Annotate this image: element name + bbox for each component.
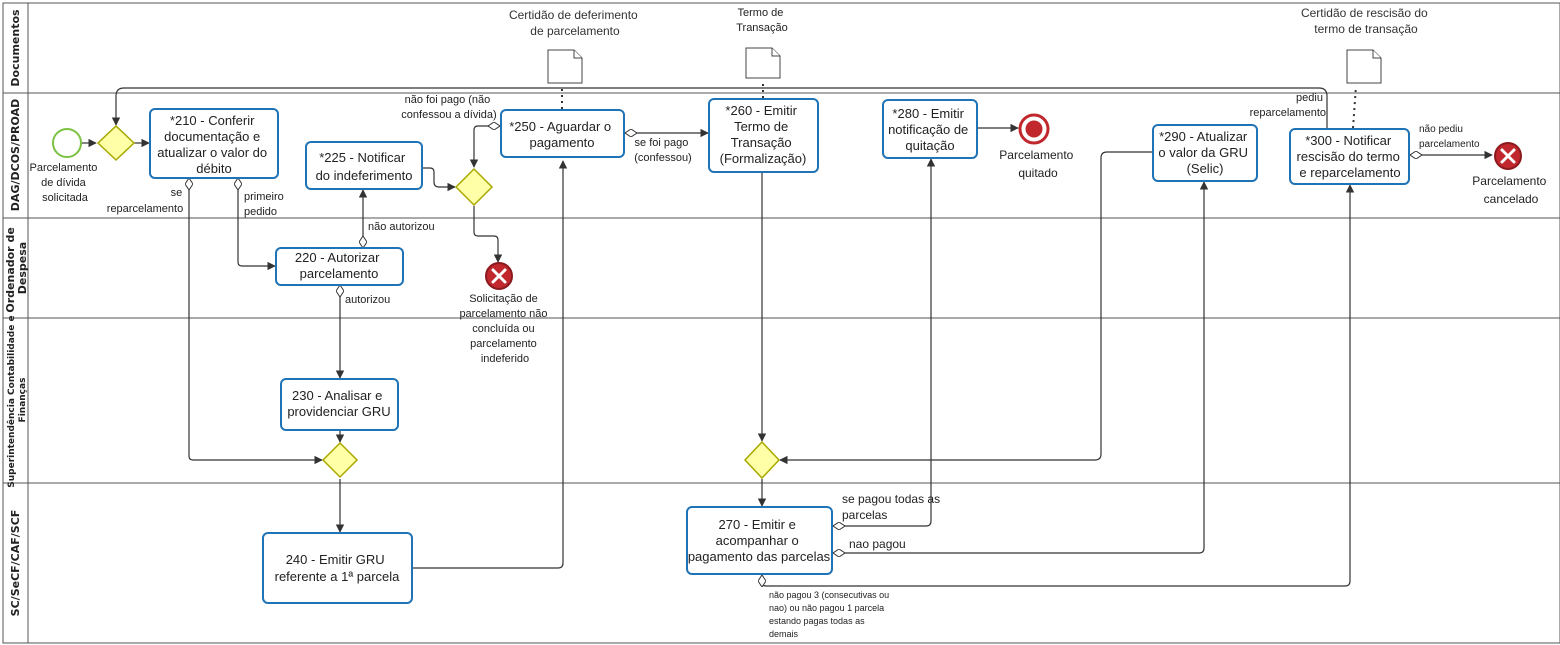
document-rescisao-label: Certidão de rescisão do termo de transaç…	[1301, 6, 1431, 36]
svg-text:*300 - Notificar rescisã: *300 - Notificar rescisão do termo e rep…	[1297, 133, 1404, 180]
svg-text:*225 - Notificar do inde: *225 - Notificar do indeferimento	[316, 150, 413, 183]
task-280[interactable]: *280 - Emitir notificação de quitação	[882, 99, 978, 159]
flow-label-pagou-todas: se pagou todas as parcelas	[842, 492, 943, 522]
flow-label-primeiro-pedido: primeiro pedido	[244, 191, 287, 218]
flow-label-se-foi-pago: se foi pago (confessou)	[634, 137, 691, 164]
gateway-4	[743, 440, 781, 480]
document-rescisao	[1346, 49, 1382, 84]
start-event-label: Parcelamento de dívida solicitada	[30, 162, 101, 204]
svg-text:*250 - Aguardar o pagame: *250 - Aguardar o pagamento	[509, 119, 615, 150]
flow-label-nao-autorizou: não autorizou	[368, 221, 435, 233]
document-deferimento	[547, 49, 583, 84]
task-270[interactable]: 270 - Emitir e acompanhar o pagamento da…	[686, 506, 833, 575]
svg-text:220 - Autorizar parcelam: 220 - Autorizar parcelamento	[295, 250, 383, 281]
lane-label-documentos: Documentos	[9, 9, 22, 87]
lane-label-sc: SC/SeCF/CAF/SCF	[9, 510, 22, 617]
flow-240-250	[413, 160, 568, 569]
flow-270-280	[833, 159, 931, 526]
task-260[interactable]: *260 - Emitir Termo de Transação (Formal…	[708, 98, 819, 173]
document-termo-label: Termo de Transação	[736, 7, 788, 34]
flow-210-gw230	[189, 178, 322, 460]
task-225[interactable]: *225 - Notificar do indeferimento	[305, 141, 423, 190]
flow-gw2-end	[473, 206, 503, 263]
flow-290-gw270	[779, 151, 1152, 465]
svg-text:*260 - Emitir Termo de: *260 - Emitir Termo de Transação (Formal…	[720, 103, 807, 166]
end-event-cancelado-label: Parcelamento cancelado	[1472, 174, 1549, 206]
task-290[interactable]: *290 - Atualizar o valor da GRU (Selic)	[1152, 124, 1258, 182]
task-230[interactable]: 230 - Analisar e providenciar GRU	[280, 378, 399, 431]
flow-reparcelamento-loop	[111, 87, 1328, 128]
svg-text:270 - Emitir e acompanha: 270 - Emitir e acompanhar o pagamento da…	[688, 517, 831, 564]
gateway-3	[321, 441, 359, 479]
end-event-nao-concluida	[485, 262, 513, 290]
end-event-quitado	[1018, 113, 1050, 145]
end-event-nao-concluida-label: Solicitação de parcelamento não concluíd…	[459, 293, 550, 365]
flow-label-autorizou: autorizou	[345, 294, 390, 306]
flow-label-pediu-reparcelamento: pediu reparcelamento	[1250, 92, 1326, 119]
task-240[interactable]: 240 - Emitir GRU referente a 1ª parcela	[262, 532, 413, 604]
lane-label-dag: DAG/DCOS/PROAD	[9, 99, 22, 211]
document-termo	[745, 47, 781, 79]
lane-label-ordenador: Ordenador de Despesa	[4, 223, 29, 312]
flow-225-gw2	[423, 167, 456, 192]
end-event-cancelado	[1494, 142, 1522, 170]
svg-text:240 - Emitir GRU referen: 240 - Emitir GRU referente a 1ª parcela	[275, 552, 401, 584]
task-220[interactable]: 220 - Autorizar parcelamento	[275, 247, 404, 286]
svg-text:*280 - Emitir notificaçã: *280 - Emitir notificação de quitação	[888, 106, 972, 153]
gateway-2	[454, 167, 494, 207]
flow-270-300	[762, 185, 1350, 586]
flow-label-nao-pediu-parcelamento: não pediu parcelamento	[1419, 124, 1480, 150]
svg-text:*210 - Conferir document: *210 - Conferir documentação e atualizar…	[157, 113, 270, 176]
flow-label-nao-pagou: nao pagou	[849, 537, 906, 551]
sequence-flows	[82, 87, 1492, 586]
svg-text:*290 - Atualizar o valor: *290 - Atualizar o valor da GRU (Selic)	[1158, 129, 1251, 176]
start-event	[52, 128, 82, 158]
document-deferimento-label: Certidão de deferimento de parcelamento	[509, 8, 641, 38]
end-event-quitado-label: Parcelamento quitado	[999, 148, 1076, 180]
lane-label-super: Superintendência Contabilidade e Finança…	[6, 312, 28, 487]
svg-text:230 - Analisar e provide: 230 - Analisar e providenciar GRU	[287, 388, 390, 419]
flow-label-nao-foi-pago: não foi pago (não confessou a dívida)	[401, 94, 496, 121]
task-300[interactable]: *300 - Notificar rescisão do termo e rep…	[1289, 128, 1410, 185]
associations	[561, 80, 1357, 129]
flow-label-nao-pagou-3: não pagou 3 (consecutivas ou nao) ou não…	[769, 590, 892, 639]
gateway-1	[96, 124, 136, 162]
assoc-300-doc	[1352, 85, 1357, 129]
task-250[interactable]: *250 - Aguardar o pagamento	[500, 109, 625, 158]
task-210[interactable]: *210 - Conferir documentação e atualizar…	[149, 108, 279, 179]
flow-label-se-reparcelamento: se reparcelamento	[107, 187, 186, 215]
flow-250-gw2	[474, 126, 500, 167]
